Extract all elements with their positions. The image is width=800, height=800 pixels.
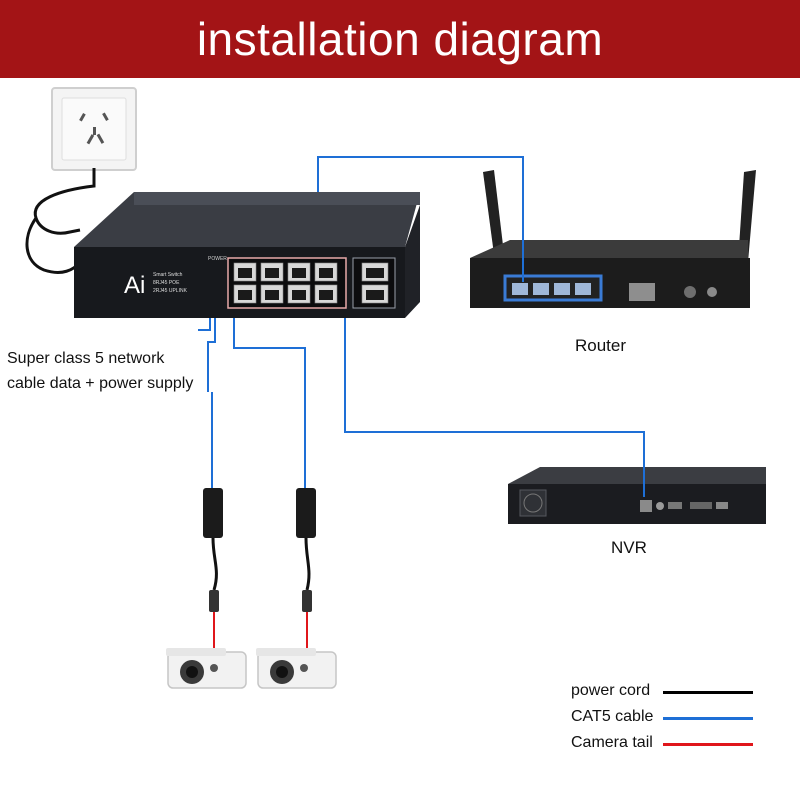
cat5-cables bbox=[198, 156, 645, 497]
title-banner bbox=[0, 0, 800, 78]
poe-switch bbox=[74, 192, 420, 318]
poe-port-socket bbox=[292, 290, 306, 300]
camera-tail-right bbox=[296, 488, 316, 660]
router bbox=[470, 170, 756, 308]
router-label: Router bbox=[575, 336, 627, 355]
nvr bbox=[508, 467, 766, 524]
cable-description-line2: cable data + power supply bbox=[7, 375, 194, 392]
switch-text-2: 8RJ45 POE bbox=[153, 280, 180, 286]
poe-port-socket bbox=[292, 268, 306, 278]
switch-text-3: 2RJ45 UPLINK bbox=[153, 288, 187, 294]
legend-label: CAT5 cable bbox=[571, 708, 654, 725]
switch-brand: Ai bbox=[124, 272, 146, 299]
cable-description-line1: Super class 5 network bbox=[7, 350, 165, 367]
legend-label: Camera tail bbox=[571, 734, 653, 751]
nvr-label: NVR bbox=[611, 538, 647, 557]
power-label: POWER bbox=[208, 256, 227, 262]
poe-port-socket bbox=[265, 268, 279, 278]
page-title: installation diagram bbox=[196, 13, 604, 65]
switch-text-1: Smart Switch bbox=[153, 272, 183, 278]
uplink-port-socket bbox=[366, 268, 384, 278]
switch-ports bbox=[233, 262, 389, 304]
poe-port-socket bbox=[319, 268, 333, 278]
poe-port-socket bbox=[238, 268, 252, 278]
camera-right bbox=[256, 648, 337, 689]
legend-swatch-camera-tail bbox=[663, 743, 753, 746]
camera-left bbox=[166, 648, 247, 689]
poe-port-socket bbox=[319, 290, 333, 300]
legend-swatch-cat5-cable bbox=[663, 717, 753, 720]
wall-socket bbox=[51, 87, 137, 171]
poe-port-socket bbox=[238, 290, 252, 300]
uplink-port-socket bbox=[366, 290, 384, 300]
legend-swatch-power-cord bbox=[663, 691, 753, 694]
cable-description: Super class 5 network cable data + power… bbox=[7, 346, 193, 396]
power-cord bbox=[25, 168, 96, 274]
legend-label: power cord bbox=[571, 682, 651, 699]
camera-tail-left bbox=[203, 488, 223, 660]
poe-port-socket bbox=[265, 290, 279, 300]
